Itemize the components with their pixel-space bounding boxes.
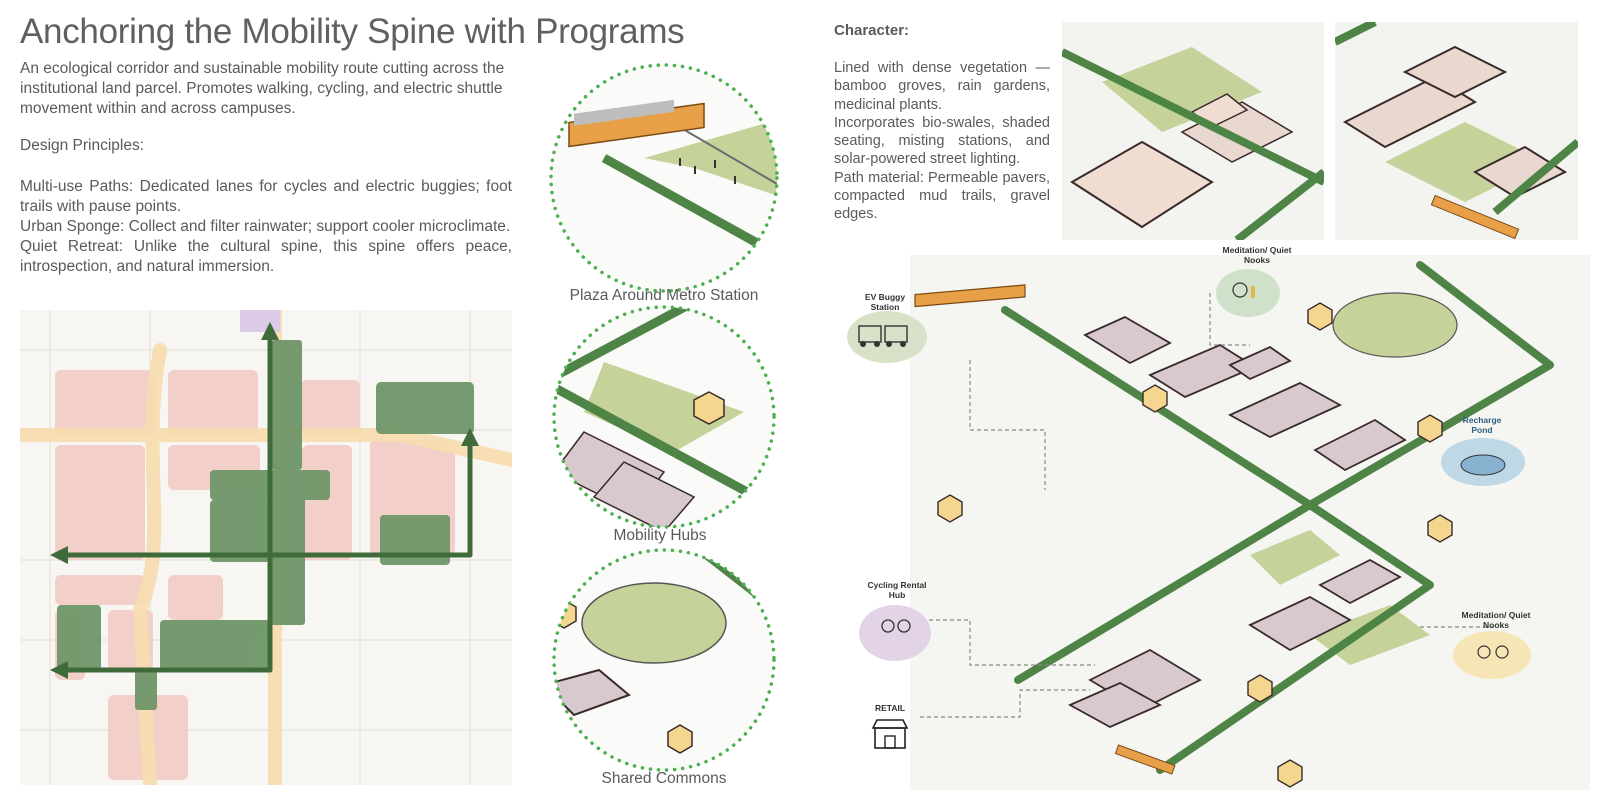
label-meditation-top: Meditation/ Quiet Nooks (1222, 245, 1292, 265)
campus-buildings (1067, 315, 1407, 729)
ev-buggy-bubble (847, 311, 927, 363)
caption-shared-commons: Shared Commons (601, 770, 727, 787)
label-ev-buggy-station: EV Buggy Station (864, 292, 906, 312)
label-recharge-pond: Recharge Pond (1462, 415, 1502, 435)
site-plan-map (20, 310, 512, 785)
mobility-spine (1001, 261, 1554, 774)
caption-plaza-metro: Plaza Around Metro Station (569, 287, 759, 304)
main-axonometric (910, 255, 1590, 790)
character-amenities: Incorporates bio-swales, shaded seating,… (834, 114, 1050, 168)
recharge-pond-bubble (1441, 438, 1525, 486)
principle-urban-sponge: Urban Sponge: Collect and filter rainwat… (20, 218, 511, 235)
label-retail: RETAIL (874, 703, 906, 713)
vignette-mobility-hubs (552, 305, 776, 529)
character-path-material: Path material: Permeable pavers, compact… (834, 169, 1050, 223)
cycling-hub-bubble (859, 605, 931, 661)
axo-thumbnail-1 (1062, 22, 1324, 240)
vignette-plaza-metro (549, 63, 779, 293)
vignette-shared-commons (552, 548, 776, 772)
character-vegetation: Lined with dense vegetation — bamboo gro… (834, 60, 1050, 113)
axo-thumbnail-2 (1335, 22, 1578, 240)
caption-mobility-hubs: Mobility Hubs (613, 527, 707, 544)
green-spine-patches (57, 340, 474, 710)
label-cycling-rental-hub: Cycling Rental Hub (867, 580, 927, 600)
meditation-bubble-top (1216, 269, 1280, 317)
character-heading: Character: (834, 22, 910, 39)
retail-icon (871, 719, 909, 749)
meditation-bubble-right (1453, 631, 1531, 679)
character-list: Lined with dense vegetation — bamboo gro… (834, 59, 1050, 224)
design-principles-heading: Design Principles: (20, 137, 145, 154)
program-hexagons (937, 302, 1453, 788)
page-title: Anchoring the Mobility Spine with Progra… (20, 12, 685, 51)
mobility-spine-arrows (57, 335, 473, 673)
label-meditation-right: Meditation/ Quiet Nooks (1461, 610, 1531, 630)
intro-paragraph: An ecological corridor and sustainable m… (20, 60, 505, 117)
design-principles-list: Multi-use Paths: Dedicated lanes for cyc… (20, 177, 512, 277)
principle-quiet-retreat: Quiet Retreat: Unlike the cultural spine… (20, 238, 512, 275)
principle-multi-use-paths: Multi-use Paths: Dedicated lanes for cyc… (20, 178, 512, 215)
